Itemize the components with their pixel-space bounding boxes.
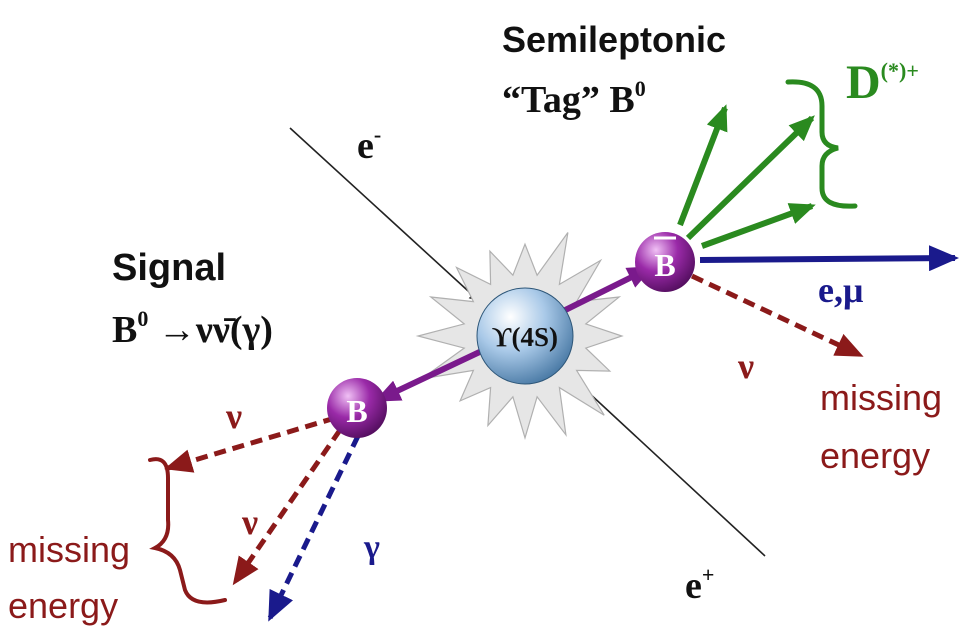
d-daughter-arrow-1 — [677, 104, 728, 227]
missing-energy-right-line2: energy — [820, 435, 930, 476]
missing-energy-left-line1: missing — [8, 529, 130, 570]
missing-energy-right-line1: missing — [820, 377, 942, 418]
b-bar-label: B — [654, 247, 675, 283]
b-bar-sphere-icon — [635, 232, 695, 292]
neutrino-label-right: ν — [737, 346, 754, 386]
upsilon-label: ϒ(4S) — [492, 322, 558, 352]
missing-energy-left-line2: energy — [8, 585, 118, 626]
positron-beam-line — [573, 378, 766, 557]
tag-title-line1: Semileptonic — [502, 19, 726, 60]
neutrino-label-left-bottom: ν — [241, 502, 258, 542]
d-daughter-arrow-2 — [685, 115, 815, 241]
b-sphere-icon — [327, 378, 387, 438]
photon-arrow — [267, 434, 361, 622]
d-meson-label: D(*)+ — [846, 56, 919, 109]
tag-title-line2: “Tag” B0 — [502, 76, 646, 121]
electron-beam-line — [289, 127, 480, 302]
missing-energy-brace-left — [148, 457, 227, 605]
signal-title: Signal — [112, 247, 226, 289]
neutrino-arrow-left-top — [164, 415, 336, 473]
photon-label: γ — [363, 529, 380, 566]
neutrino-arrow-left-bottom — [232, 428, 343, 586]
electron-label: e- — [357, 122, 381, 167]
signal-decay-label: B0 →νν̄(γ) — [112, 306, 273, 351]
lepton-label: e,μ — [818, 270, 863, 310]
neutrino-label-left-top: ν — [225, 396, 242, 436]
positron-label: e+ — [685, 562, 714, 607]
upsilon-4s-sphere-icon — [476, 287, 574, 385]
b-label: B — [346, 393, 367, 429]
d-meson-brace — [785, 79, 858, 209]
neutrino-arrow-right — [690, 273, 864, 358]
d-daughter-arrow-3 — [700, 203, 816, 249]
lepton-arrow — [699, 245, 959, 272]
